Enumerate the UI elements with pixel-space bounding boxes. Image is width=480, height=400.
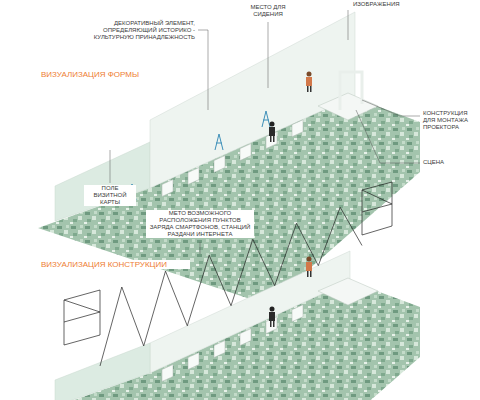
annotation-label: ИЗОБРАЖЕНИЯ — [352, 1, 418, 8]
stage-platform — [318, 93, 378, 120]
stage-platform — [318, 278, 378, 305]
seat-block — [162, 364, 173, 381]
seat-block — [292, 305, 303, 322]
person — [269, 122, 275, 143]
card-panel — [55, 142, 150, 221]
person — [269, 307, 275, 328]
seat-block — [240, 144, 251, 161]
annotation-label: СЦЕНА — [422, 159, 462, 166]
seats — [162, 120, 303, 197]
wall-base — [55, 343, 150, 400]
seat-block — [188, 353, 199, 370]
projector-structure — [340, 72, 362, 110]
annotation-label: КОНСТРУКЦИЯ ДЛЯ МОНТАЖА ПРОЕКТОРА — [422, 110, 478, 131]
seat-block — [292, 120, 303, 137]
seat-block — [162, 179, 173, 196]
section-heading: ВИЗУАЛИЗАЦИЯ ФОРМЫ — [40, 70, 170, 79]
seat-block — [214, 341, 225, 358]
ground — [38, 281, 420, 400]
seat-block — [214, 156, 225, 173]
person — [306, 257, 312, 278]
annotation-label: МЕТО ВОЗМОЖНОГО РАСПОЛОЖЕНИЯ ПУНКТОВ ЗАР… — [146, 210, 254, 238]
annotation-label: МЕСТО ДЛЯ СИДЕНИЯ — [240, 4, 296, 18]
annotation-label: ПОЛЕ ВИЗИТНОЙ КАРТЫ — [84, 185, 136, 206]
leader-line — [200, 242, 201, 254]
seat-block — [188, 168, 199, 185]
section-heading: ВИЗУАЛИЗАЦИЯ КОНСТРУКЦИИ — [40, 260, 190, 269]
decor-element — [128, 111, 270, 200]
seat-block — [240, 329, 251, 346]
truss — [100, 207, 362, 366]
person — [306, 72, 312, 93]
annotation-label: ДЕКОРАТИВНЫЙ ЭЛЕМЕНТ, ОПРЕДЕЛЯЮЩИЙ ИСТОР… — [76, 20, 196, 41]
wall-base — [150, 251, 350, 373]
